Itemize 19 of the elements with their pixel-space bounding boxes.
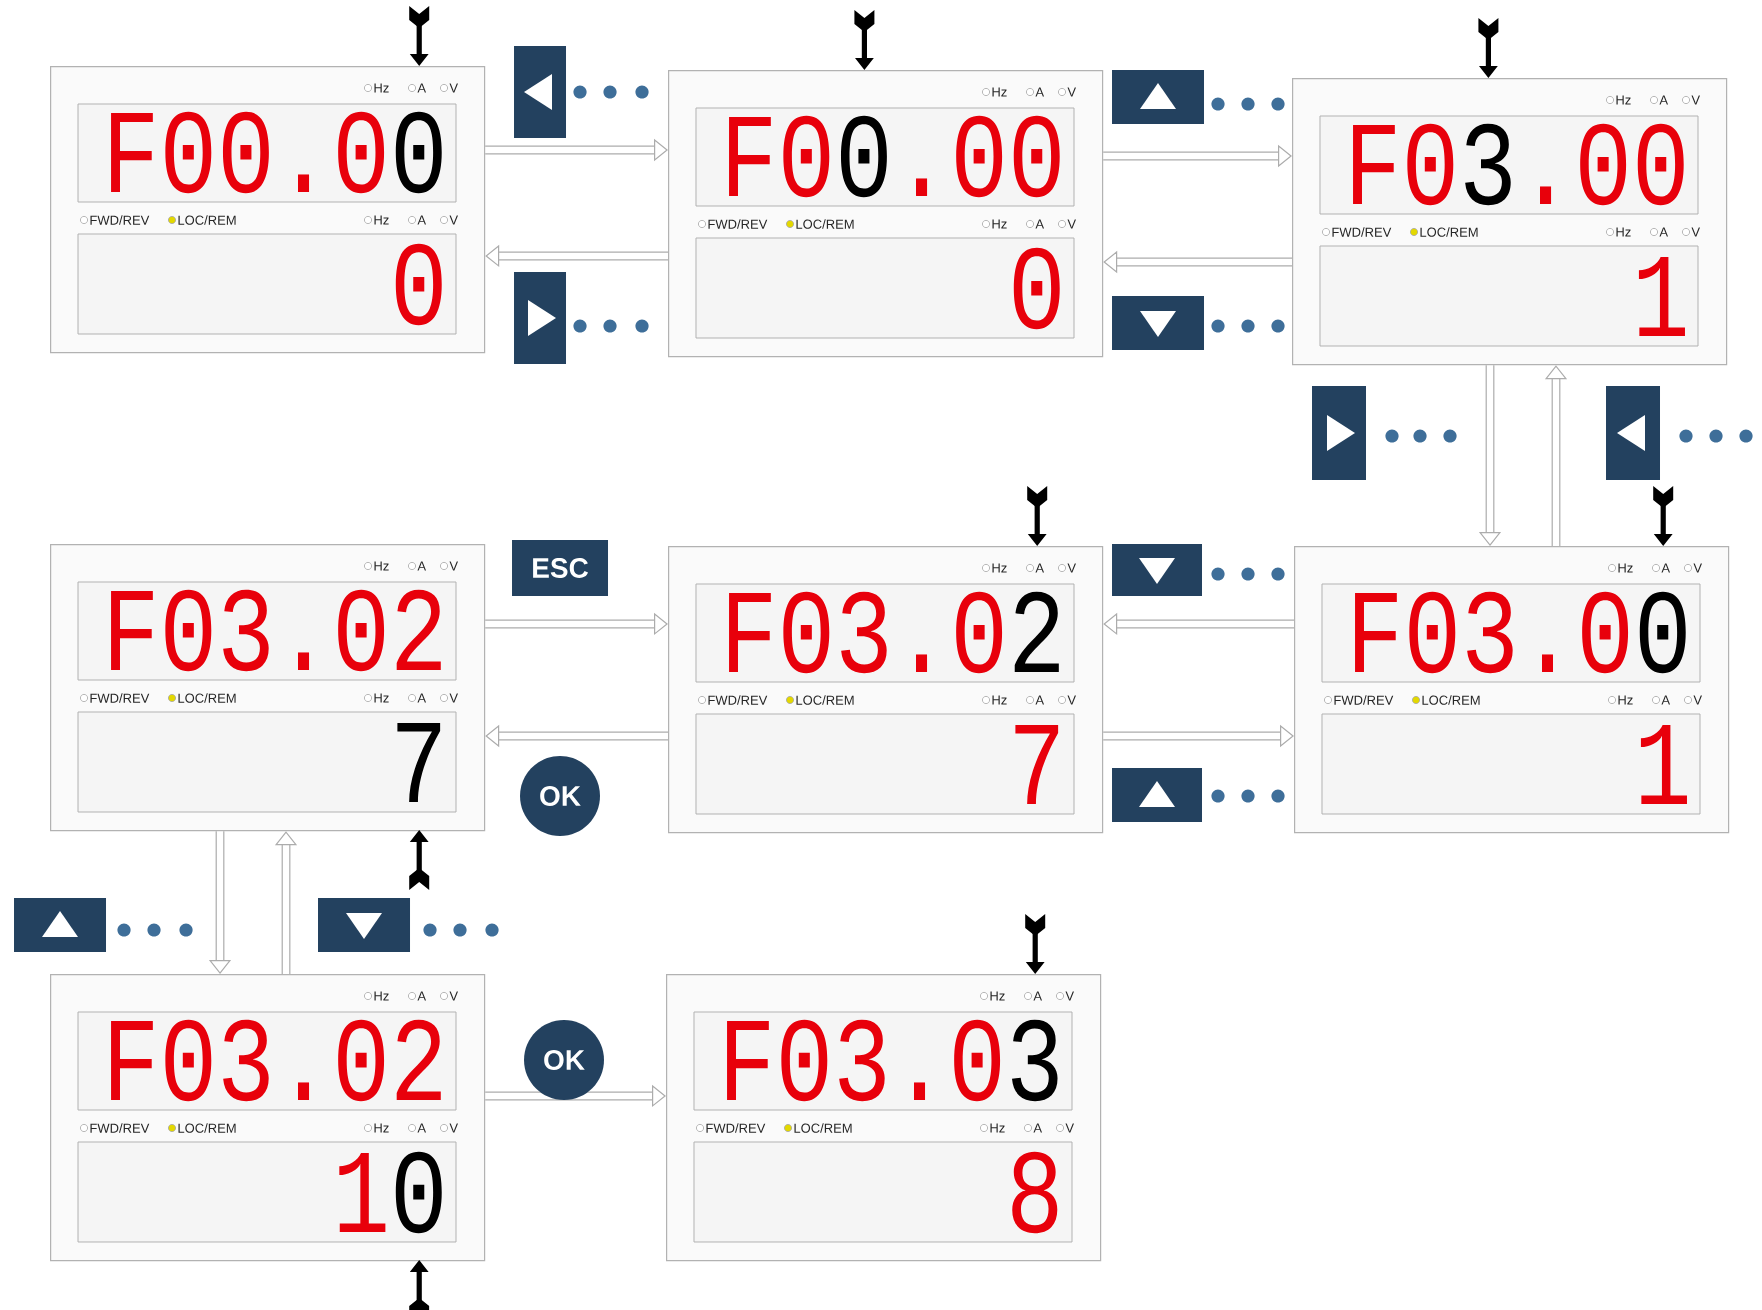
segment-readout: F03.02	[77, 1011, 457, 1111]
segment-readout: F03.02	[77, 581, 457, 681]
key-badge: ESC	[512, 540, 608, 596]
segment-readout: 10	[77, 1141, 457, 1243]
segment-readout: 0	[77, 233, 457, 335]
key-badge: OK	[520, 756, 600, 836]
key-badge: OK	[524, 1020, 604, 1100]
segment-readout: F00 .00	[695, 107, 1075, 207]
segment-readout: 1	[1319, 245, 1699, 347]
segment-readout: 7	[695, 713, 1075, 815]
segment-readout: F03.03	[693, 1011, 1073, 1111]
segment-readout: 7	[77, 711, 457, 813]
segment-readout: F03.00	[1321, 583, 1701, 683]
segment-readout: F03.02	[695, 583, 1075, 683]
segment-readout: F00.00	[77, 103, 457, 203]
segment-readout: F03 .00	[1319, 115, 1699, 215]
segment-readout: 8	[693, 1141, 1073, 1243]
segment-readout: 1	[1321, 713, 1701, 815]
segment-readout: 0	[695, 237, 1075, 339]
